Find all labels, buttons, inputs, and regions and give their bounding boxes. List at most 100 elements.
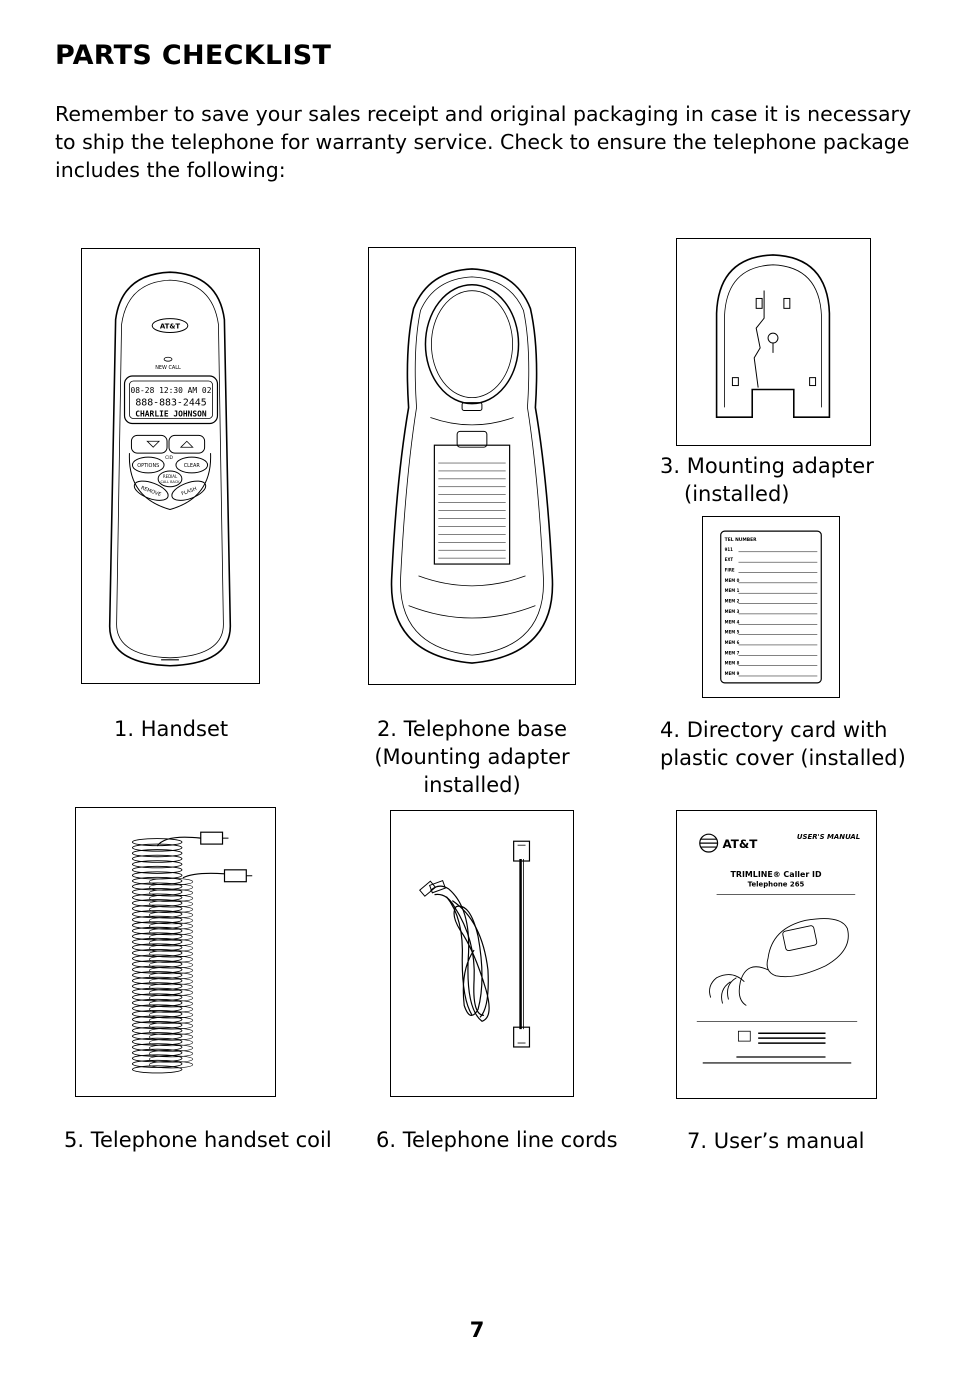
coil-loop bbox=[131, 843, 183, 852]
coil-loop-inner bbox=[148, 1000, 194, 1008]
new-call-label: NEW CALL bbox=[155, 365, 181, 371]
directory-caption: 4. Directory card with plastic cover (in… bbox=[660, 716, 906, 772]
down-arrow-icon bbox=[146, 440, 161, 448]
manual-title-line2: Telephone 265 bbox=[748, 881, 805, 889]
coil-caption: 5. Telephone handset coil bbox=[64, 1128, 332, 1152]
coil-loop bbox=[131, 838, 183, 847]
coil-loop bbox=[131, 1065, 183, 1074]
card-row-label: MEM 2 bbox=[725, 599, 740, 604]
card-row-label: MEM 6 bbox=[725, 640, 740, 645]
coil-illustration bbox=[131, 831, 253, 1074]
cords-caption: 6. Telephone line cords bbox=[376, 1128, 618, 1152]
coil-plug-top bbox=[200, 831, 224, 845]
adapter-caption: 3. Mounting adapter (installed) bbox=[660, 452, 874, 508]
handset-brand-label: AT&T bbox=[160, 323, 181, 331]
computer-icon bbox=[737, 1030, 751, 1042]
options-label: OPTIONS bbox=[137, 463, 159, 469]
card-row-label: MEM 5 bbox=[725, 630, 740, 635]
coil-loop bbox=[131, 854, 183, 863]
coil-loop-inner bbox=[148, 894, 194, 903]
card-row-label: EXT bbox=[725, 557, 734, 562]
base-illustration bbox=[390, 268, 554, 664]
manual-brand-text: AT&T bbox=[723, 837, 759, 851]
base-directory-card bbox=[438, 462, 506, 559]
manual-title-line1: TRIMLINE® Caller ID bbox=[730, 870, 821, 879]
coil-loop-inner bbox=[148, 1055, 194, 1063]
card-row-label: MEM 7 bbox=[725, 650, 740, 655]
cords-figure bbox=[390, 810, 574, 1097]
call-back-label: CALL BACK bbox=[160, 480, 180, 484]
coil-loop-inner bbox=[148, 1049, 194, 1058]
coil-loop-inner bbox=[148, 994, 194, 1002]
coil-loop-inner bbox=[148, 933, 194, 941]
adapter-illustration bbox=[715, 254, 831, 419]
coil-loop-inner bbox=[148, 1027, 194, 1036]
coil-loop-inner bbox=[148, 939, 194, 947]
coil-loop-inner bbox=[148, 944, 194, 952]
base-caption: 2. Telephone base (Mounting adapter inst… bbox=[334, 715, 610, 799]
coil-loops bbox=[131, 838, 194, 1074]
coil-loop-inner bbox=[148, 1044, 194, 1052]
adapter-caption-line2: (installed) bbox=[684, 482, 790, 506]
coil-loop-inner bbox=[148, 1033, 194, 1041]
card-row-label: MEM 3 bbox=[725, 609, 740, 614]
coil-loop-inner bbox=[148, 1005, 194, 1013]
coil-loop-inner bbox=[148, 1038, 194, 1047]
card-row-label: MEM 1 bbox=[725, 588, 740, 593]
coil-loop-inner bbox=[148, 883, 194, 891]
coil-figure bbox=[75, 807, 276, 1097]
handset-figure: AT&T NEW CALL 08-28 12:30 AM 02 888-883-… bbox=[81, 248, 260, 684]
coil-loop-inner bbox=[148, 988, 194, 997]
base-caption-line2: (Mounting adapter installed) bbox=[374, 745, 570, 797]
coil-loop-inner bbox=[148, 878, 194, 886]
display-name-text: CHARLIE JOHNSON bbox=[135, 410, 207, 419]
coil-loop-inner bbox=[148, 1011, 194, 1019]
coil-loop-inner bbox=[148, 983, 194, 991]
cords-illustration bbox=[419, 840, 531, 1048]
adapter-caption-line1: 3. Mounting adapter bbox=[660, 454, 874, 478]
manual-illustration: AT&T USER'S MANUAL TRIMLINE® Caller ID T… bbox=[696, 833, 860, 1064]
coil-loop-inner bbox=[148, 950, 194, 958]
coil-loop-inner bbox=[148, 911, 194, 919]
card-header-text: TEL NUMBER bbox=[725, 537, 757, 543]
card-row-label: MEM 4 bbox=[725, 619, 740, 624]
coil-loop-inner bbox=[148, 905, 194, 914]
flash-label: FLASH bbox=[181, 486, 198, 497]
base-figure bbox=[368, 247, 576, 685]
manual-phone-illustration bbox=[709, 918, 849, 1006]
handset-caption: 1. Handset bbox=[114, 717, 229, 741]
directory-caption-line1: 4. Directory card with bbox=[660, 718, 888, 742]
card-row-label: FIRE bbox=[725, 568, 735, 573]
coil-loop bbox=[131, 865, 183, 874]
manual-top-label: USER'S MANUAL bbox=[797, 833, 860, 841]
coil-loop-inner bbox=[148, 977, 194, 986]
intro-paragraph: Remember to save your sales receipt and … bbox=[55, 102, 912, 182]
up-arrow-icon bbox=[179, 440, 194, 448]
manual-figure: AT&T USER'S MANUAL TRIMLINE® Caller ID T… bbox=[676, 810, 877, 1099]
card-row-label: MEM 8 bbox=[725, 661, 740, 666]
display-time-text: 08-28 12:30 AM 02 bbox=[131, 386, 212, 395]
coil-loop-inner bbox=[148, 955, 194, 963]
coil-loop-inner bbox=[148, 1016, 194, 1024]
directory-caption-line2: plastic cover (installed) bbox=[660, 746, 906, 770]
coil-loop bbox=[131, 871, 183, 880]
page-title: PARTS CHECKLIST bbox=[55, 40, 332, 71]
coil-loop-inner bbox=[148, 966, 194, 975]
coil-plug-bottom bbox=[223, 869, 247, 883]
coil-loop-inner bbox=[148, 1061, 194, 1069]
handset-illustration: AT&T NEW CALL 08-28 12:30 AM 02 888-883-… bbox=[108, 271, 232, 667]
cord-plug-bottom bbox=[513, 1026, 531, 1048]
manual-caption: 7. User’s manual bbox=[687, 1129, 865, 1153]
display-number-text: 888-883-2445 bbox=[135, 398, 206, 409]
coil-loop-inner bbox=[148, 1022, 194, 1030]
coiled-line-cord bbox=[430, 885, 490, 1022]
card-row-label: MEM 9 bbox=[725, 671, 740, 676]
clear-label: CLEAR bbox=[184, 463, 201, 469]
coil-loop-inner bbox=[148, 972, 194, 980]
coil-loop-inner bbox=[148, 927, 194, 936]
coil-loop-inner bbox=[148, 922, 194, 930]
adapter-figure bbox=[676, 238, 871, 446]
